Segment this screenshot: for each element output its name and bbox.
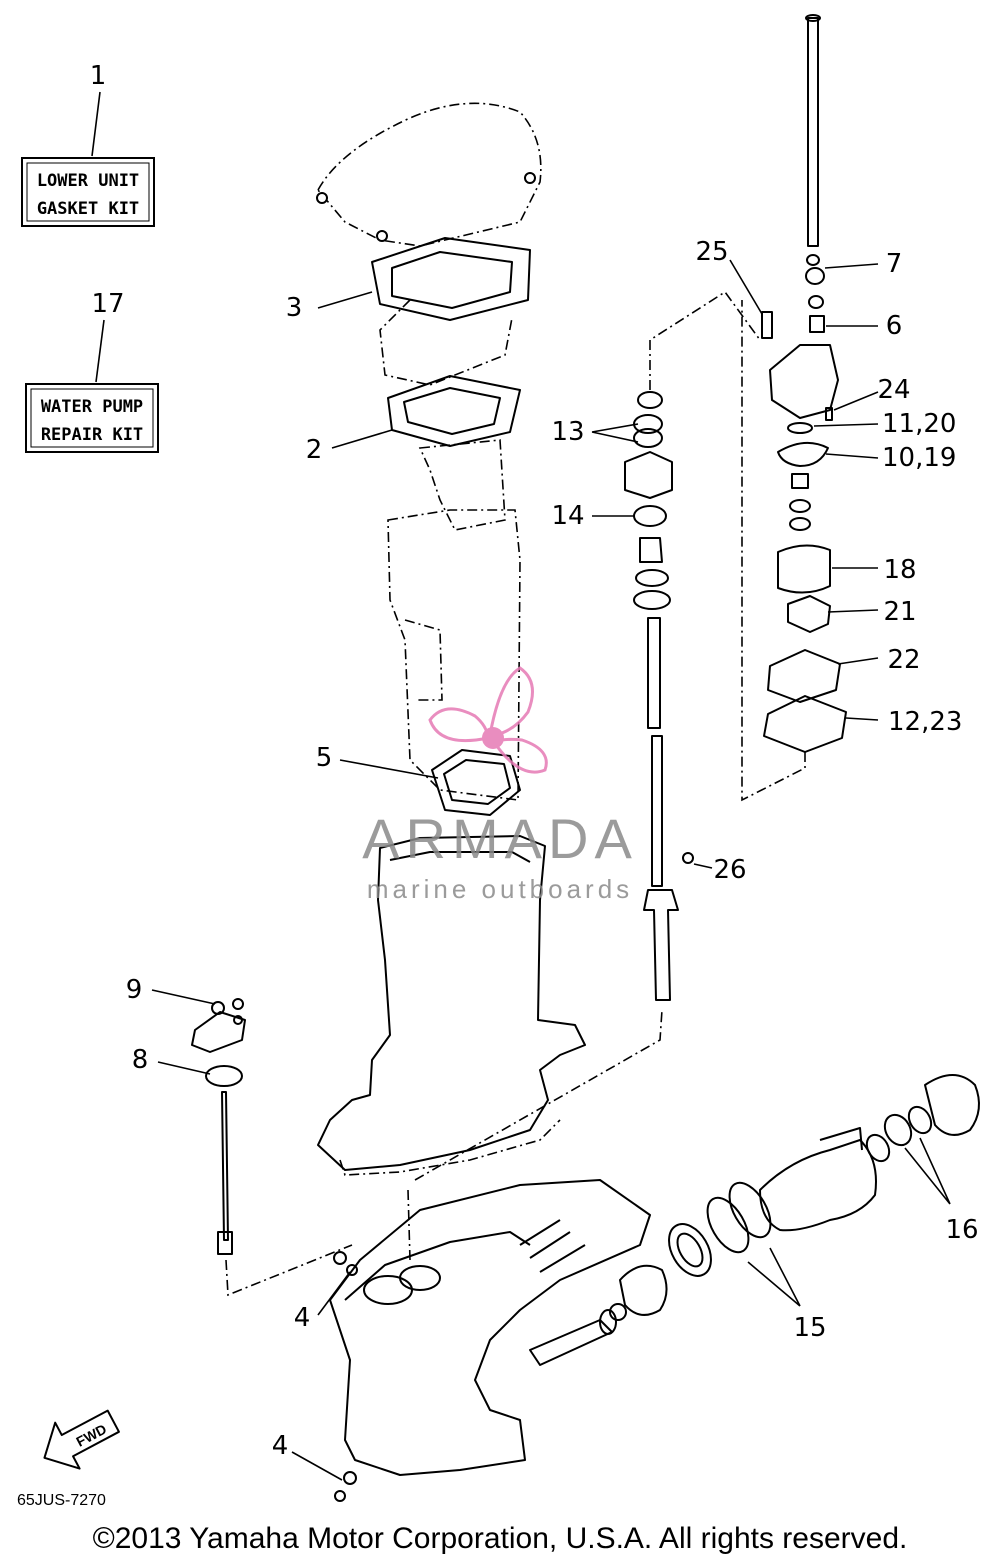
forward-arrow: FWD bbox=[43, 1409, 120, 1470]
callout-4-upper: 4 bbox=[294, 1303, 311, 1333]
callout-25: 25 bbox=[695, 237, 728, 267]
water-pump-repair-kit-box: 17 WATER PUMP REPAIR KIT bbox=[25, 289, 159, 453]
callout-22: 22 bbox=[887, 645, 920, 675]
callout-10-19: 10,19 bbox=[882, 443, 956, 473]
callout-numbers: 3 2 5 4 4 9 8 13 14 26 25 7 6 24 11,20 1… bbox=[126, 237, 979, 1461]
callout-6: 6 bbox=[886, 311, 903, 341]
kit-number-1: 1 bbox=[90, 61, 107, 91]
callout-14: 14 bbox=[551, 501, 584, 531]
callout-26: 26 bbox=[713, 855, 746, 885]
copyright-notice: ©2013 Yamaha Motor Corporation, U.S.A. A… bbox=[92, 1522, 908, 1555]
lower-unit-gasket-kit-box: 1 LOWER UNIT GASKET KIT bbox=[21, 61, 155, 227]
kit-17-line1: WATER PUMP bbox=[41, 397, 143, 417]
shift-rod-assembly bbox=[191, 998, 353, 1297]
callout-11-20: 11,20 bbox=[882, 409, 956, 439]
drive-shaft-housing bbox=[317, 835, 586, 1176]
callout-9: 9 bbox=[126, 975, 143, 1005]
watermark-brand: ARMADA bbox=[362, 807, 638, 870]
callout-13: 13 bbox=[551, 417, 584, 447]
callout-18: 18 bbox=[883, 555, 916, 585]
callout-5: 5 bbox=[316, 743, 333, 773]
leader-lines bbox=[151, 259, 951, 1481]
watermark-tagline: marine outboards bbox=[367, 874, 633, 904]
kit-1-line1: LOWER UNIT bbox=[37, 171, 139, 191]
armada-watermark: ARMADA marine outboards bbox=[362, 666, 638, 904]
diagram-code: 65JUS-7270 bbox=[17, 1492, 106, 1509]
drive-shaft-assembly bbox=[624, 290, 761, 1001]
callout-24: 24 bbox=[877, 375, 910, 405]
callout-21: 21 bbox=[883, 597, 916, 627]
callout-4-lower: 4 bbox=[272, 1431, 289, 1461]
propeller-shaft-assembly bbox=[529, 1074, 980, 1366]
callout-3: 3 bbox=[286, 293, 303, 323]
lower-gearcase bbox=[329, 1009, 663, 1476]
kit-1-line2: GASKET KIT bbox=[37, 199, 139, 219]
drain-screws bbox=[333, 1251, 358, 1502]
kit-17-line2: REPAIR KIT bbox=[41, 425, 143, 445]
callout-8: 8 bbox=[132, 1045, 149, 1075]
water-pump-assembly bbox=[741, 14, 847, 802]
callout-2: 2 bbox=[306, 435, 323, 465]
upper-casing-assembly bbox=[316, 102, 542, 801]
callout-12-23: 12,23 bbox=[888, 707, 962, 737]
propeller-logo bbox=[428, 666, 548, 774]
callout-15: 15 bbox=[793, 1313, 826, 1343]
kit-number-17: 17 bbox=[91, 289, 124, 319]
exhaust-gasket-5 bbox=[431, 749, 521, 816]
callout-7: 7 bbox=[886, 249, 903, 279]
callout-16: 16 bbox=[945, 1215, 978, 1245]
